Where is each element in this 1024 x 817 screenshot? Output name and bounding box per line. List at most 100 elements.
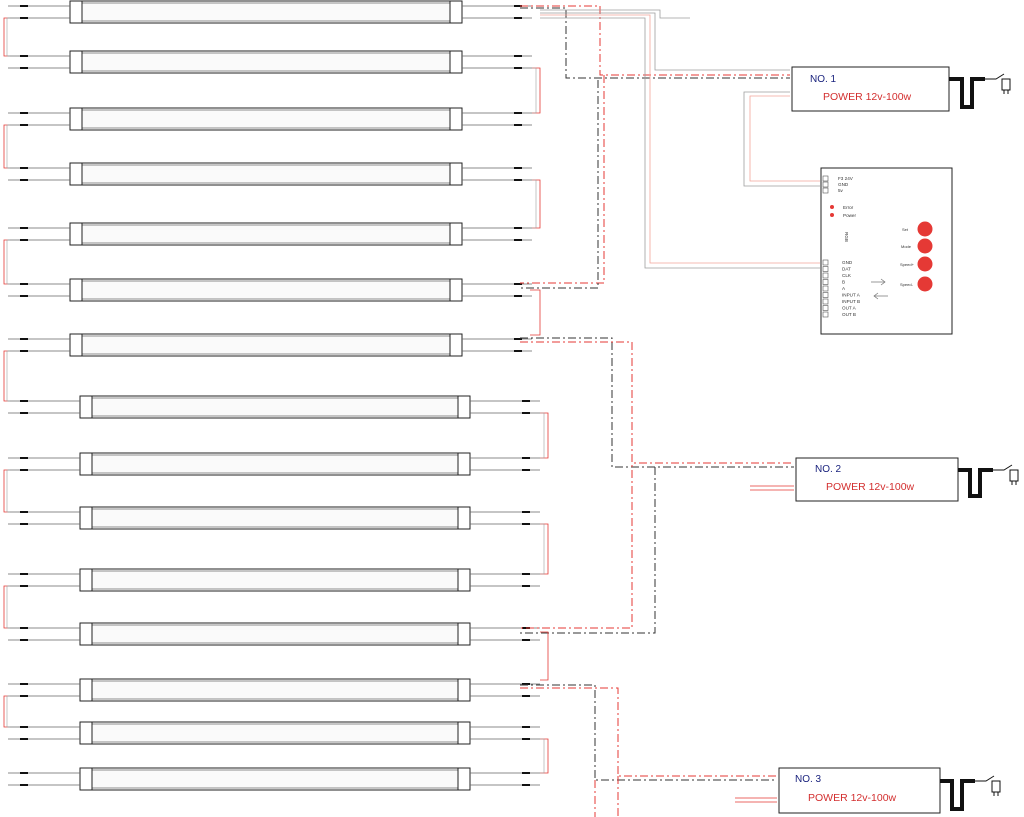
terminal-label: A bbox=[842, 286, 846, 291]
tube-end-cap bbox=[457, 506, 471, 530]
button-label-speed-up: Speed+ bbox=[900, 262, 915, 267]
led-tube bbox=[8, 107, 532, 131]
connector-icon bbox=[20, 400, 28, 414]
tube-lead-wire bbox=[8, 338, 70, 352]
tube-lead-wire bbox=[8, 573, 80, 587]
wire-red-bridge bbox=[540, 631, 549, 681]
wire-red-dashdot bbox=[520, 341, 794, 464]
terminal-screw bbox=[822, 279, 829, 285]
tube-lead-wire bbox=[8, 400, 80, 414]
led-tube bbox=[8, 622, 540, 646]
led-tube bbox=[8, 767, 540, 791]
tube-lead-wire bbox=[470, 400, 540, 414]
wire-black-dashdot bbox=[520, 467, 656, 634]
tube-lead-wire bbox=[8, 726, 80, 740]
tube-lead-wire bbox=[470, 457, 540, 471]
tube-lead-wire bbox=[470, 726, 540, 740]
wire-red-bridge bbox=[530, 289, 541, 336]
wire-grey bbox=[540, 17, 820, 269]
tube-lead-wire bbox=[470, 573, 540, 587]
connector-icon bbox=[514, 112, 522, 126]
tube-lead-wire bbox=[470, 683, 540, 697]
led-tube bbox=[8, 162, 532, 186]
tube-end-cap bbox=[457, 452, 471, 476]
tube-lead-wire bbox=[8, 167, 70, 181]
tube-link-wire bbox=[540, 412, 549, 459]
power-supply-3-box bbox=[778, 767, 941, 814]
wire-red-light bbox=[749, 95, 820, 182]
tube-link-wire bbox=[532, 67, 541, 114]
tube-end-cap bbox=[79, 568, 93, 592]
connector-icon bbox=[20, 627, 28, 641]
button-label-speed-down: Speed- bbox=[900, 282, 914, 287]
tube-end-cap bbox=[449, 0, 463, 24]
led-tube bbox=[8, 333, 532, 357]
tube-lead-wire bbox=[8, 457, 80, 471]
tube-link-wire bbox=[3, 695, 10, 728]
led-tube bbox=[8, 568, 540, 592]
tube-link-wire bbox=[3, 585, 10, 629]
connector-icon bbox=[514, 338, 522, 352]
tube-lead-wire bbox=[470, 772, 540, 786]
connector-icon bbox=[522, 400, 530, 414]
wire-red-dashdot bbox=[520, 342, 633, 629]
wire-red-stub bbox=[735, 797, 777, 803]
tube-link-wire bbox=[3, 469, 10, 513]
feed-wires bbox=[520, 5, 820, 817]
led-tube bbox=[8, 678, 540, 702]
tube-end-cap bbox=[457, 678, 471, 702]
tube-end-cap bbox=[457, 767, 471, 791]
arrow-left-icon bbox=[873, 292, 888, 300]
tube-lead-wire bbox=[462, 283, 532, 297]
power-supply-2: NO. 2 POWER 12v-100w bbox=[795, 457, 1019, 502]
tube-end-cap bbox=[449, 333, 463, 357]
led-controller: F3 24V GND 5v Error Power RGB GNDDATCLKB… bbox=[820, 167, 953, 335]
wire-black-dashdot bbox=[520, 337, 794, 468]
wire-grey bbox=[540, 9, 690, 19]
tube-end-cap bbox=[79, 767, 93, 791]
power-supply-1-rating: POWER 12v-100w bbox=[823, 91, 912, 103]
led-tube bbox=[8, 506, 540, 530]
power-supply-1: NO. 1 POWER 12v-100w bbox=[791, 66, 1011, 112]
terminal-label: 5v bbox=[838, 188, 844, 193]
tube-end-cap bbox=[457, 622, 471, 646]
terminal-label: OUT A bbox=[842, 306, 857, 311]
wire-red-stub bbox=[750, 485, 794, 491]
tube-end-cap bbox=[69, 222, 83, 246]
tube-end-cap bbox=[449, 162, 463, 186]
tube-end-cap bbox=[69, 333, 83, 357]
wire-red-dashdot bbox=[594, 776, 619, 817]
tube-end-cap bbox=[69, 0, 83, 24]
connector-icon bbox=[20, 227, 28, 241]
terminal-label: GND bbox=[842, 260, 853, 265]
terminal-screw bbox=[822, 305, 829, 311]
button-label-mode: Mode bbox=[901, 244, 912, 249]
led-tube bbox=[8, 0, 532, 24]
tube-end-cap bbox=[69, 50, 83, 74]
tube-end-cap bbox=[79, 452, 93, 476]
power-supply-3-cord bbox=[940, 779, 975, 811]
wire-black-dashdot bbox=[520, 7, 790, 79]
power-supply-3-number: NO. 3 bbox=[795, 774, 822, 785]
power-supply-3-rating: POWER 12v-100w bbox=[808, 792, 897, 804]
tube-lead-wire bbox=[8, 5, 70, 19]
tube-lead-wire bbox=[8, 283, 70, 297]
terminal-screw bbox=[822, 266, 829, 272]
tube-end-cap bbox=[69, 107, 83, 131]
connector-icon bbox=[514, 167, 522, 181]
tube-link-wire bbox=[540, 738, 549, 774]
tube-end-cap bbox=[457, 568, 471, 592]
indicator-label-error: Error bbox=[843, 205, 854, 210]
terminal-screw bbox=[822, 292, 829, 298]
connector-icon bbox=[522, 511, 530, 525]
tube-end-cap bbox=[79, 622, 93, 646]
tube-end-cap bbox=[449, 222, 463, 246]
error-led-icon bbox=[830, 205, 834, 209]
tube-lead-wire bbox=[462, 112, 532, 126]
wire-red-dashdot bbox=[520, 687, 777, 777]
tube-lead-wire bbox=[8, 627, 80, 641]
power-supply-1-box bbox=[791, 66, 950, 112]
mode-button-icon bbox=[917, 238, 933, 254]
tube-end-cap bbox=[449, 278, 463, 302]
tube-lead-wire bbox=[470, 511, 540, 525]
